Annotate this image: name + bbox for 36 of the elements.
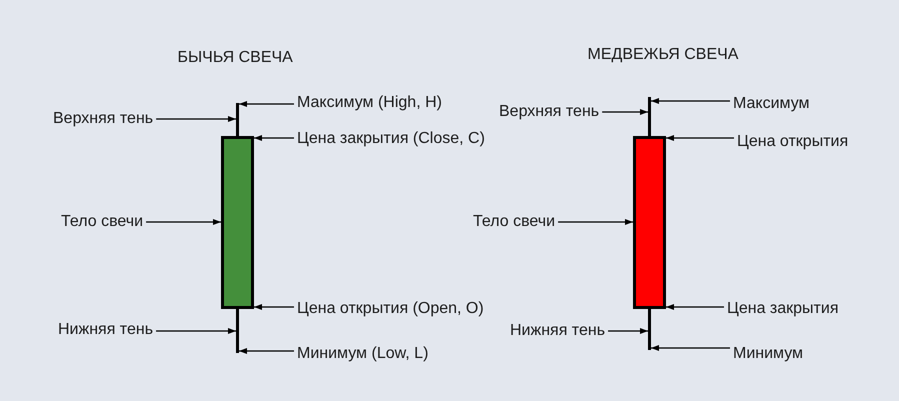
- leader-arrow: [239, 348, 294, 354]
- callout-label: Минимум (Low, L): [297, 344, 428, 364]
- candle-body: [633, 136, 666, 309]
- callout-label: Максимум (High, H): [297, 93, 442, 113]
- leader-arrow: [146, 219, 221, 225]
- leader-arrow: [666, 135, 734, 141]
- callout-label: Максимум: [733, 94, 810, 114]
- leader-arrow: [558, 219, 633, 225]
- callout-label: Цена закрытия (Close, C): [297, 129, 485, 149]
- leader-arrow: [651, 98, 730, 104]
- leader-arrow: [254, 304, 294, 310]
- leader-arrow: [666, 304, 724, 310]
- leader-arrow: [602, 109, 648, 115]
- candle-heading: МЕДВЕЖЬЯ СВЕЧА: [588, 45, 738, 65]
- candle-wick: [648, 97, 651, 137]
- leader-arrow: [239, 101, 294, 107]
- callout-label: Цена закрытия: [727, 299, 838, 319]
- candle-body: [221, 136, 254, 309]
- callout-label: Тело свечи: [61, 212, 144, 232]
- callout-label: Цена открытия (Open, O): [297, 299, 484, 319]
- callout-label: Нижняя тень: [58, 320, 154, 340]
- callout-label: Верхняя тень: [499, 102, 600, 122]
- callout-label: Цена открытия: [737, 132, 848, 152]
- leader-arrow: [156, 328, 236, 334]
- callout-label: Верхняя тень: [53, 109, 154, 129]
- candle-heading: БЫЧЬЯ СВЕЧА: [178, 48, 293, 68]
- candle-wick: [648, 308, 651, 350]
- candle-wick: [236, 308, 239, 353]
- callout-label: Тело свечи: [473, 212, 556, 232]
- leader-arrow: [651, 345, 730, 351]
- leader-arrow: [608, 328, 648, 334]
- candle-wick: [236, 103, 239, 137]
- leader-arrow: [156, 116, 236, 122]
- leader-arrow: [254, 135, 294, 141]
- callout-label: Минимум: [733, 344, 804, 364]
- callout-label: Нижняя тень: [510, 321, 606, 341]
